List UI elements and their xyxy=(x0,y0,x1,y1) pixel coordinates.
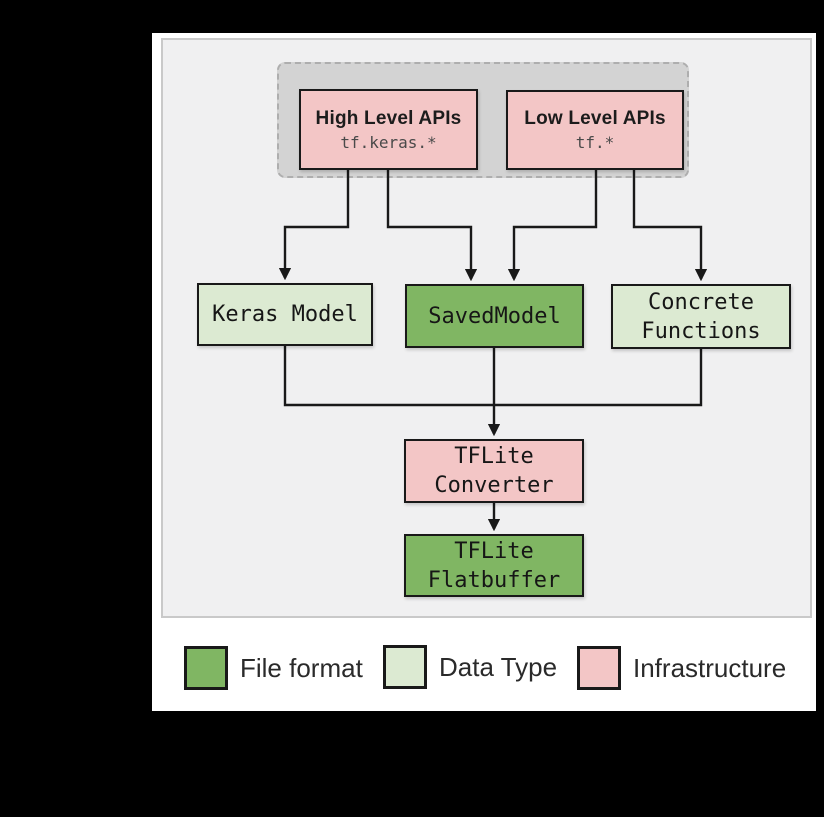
node-label-line2: Flatbuffer xyxy=(427,567,561,593)
node-concrete-functions: Concrete Functions xyxy=(611,284,791,349)
legend-label: File format xyxy=(240,652,363,683)
legend-swatch-infrastructure xyxy=(577,646,621,690)
legend-label: Infrastructure xyxy=(633,652,787,683)
legend-swatch-file-format xyxy=(184,646,228,690)
node-title: High Level APIs xyxy=(315,107,462,129)
legend-item-infrastructure: Infrastructure xyxy=(577,646,786,690)
node-low-level-apis: Low Level APIs tf.* xyxy=(506,90,684,170)
node-label-line1: Concrete xyxy=(648,289,754,315)
node-label-line1: TFLite xyxy=(454,538,534,564)
legend-item-data-type: Data Type xyxy=(383,645,557,689)
node-label-line1: TFLite xyxy=(454,444,534,469)
node-label: SavedModel xyxy=(428,303,561,329)
node-label: Keras Model xyxy=(212,302,358,327)
node-keras-model: Keras Model xyxy=(197,283,373,346)
node-title: Low Level APIs xyxy=(524,108,666,129)
node-code-label: tf.* xyxy=(575,133,615,152)
diagram-panel: High Level APIs tf.keras.* Low Level API… xyxy=(161,38,812,618)
legend-item-file-format: File format xyxy=(184,646,363,690)
legend-label: Data Type xyxy=(439,651,558,682)
node-label-line2: Converter xyxy=(434,473,554,498)
node-tflite-converter: TFLite Converter xyxy=(404,439,584,503)
node-tflite-flatbuffer: TFLite Flatbuffer xyxy=(404,534,584,597)
node-code-label: tf.keras.* xyxy=(340,132,437,152)
node-label-line2: Functions xyxy=(641,318,761,344)
node-savedmodel: SavedModel xyxy=(405,284,584,348)
diagram-card: High Level APIs tf.keras.* Low Level API… xyxy=(152,33,816,711)
legend-swatch-data-type xyxy=(383,645,427,689)
node-high-level-apis: High Level APIs tf.keras.* xyxy=(299,89,478,170)
